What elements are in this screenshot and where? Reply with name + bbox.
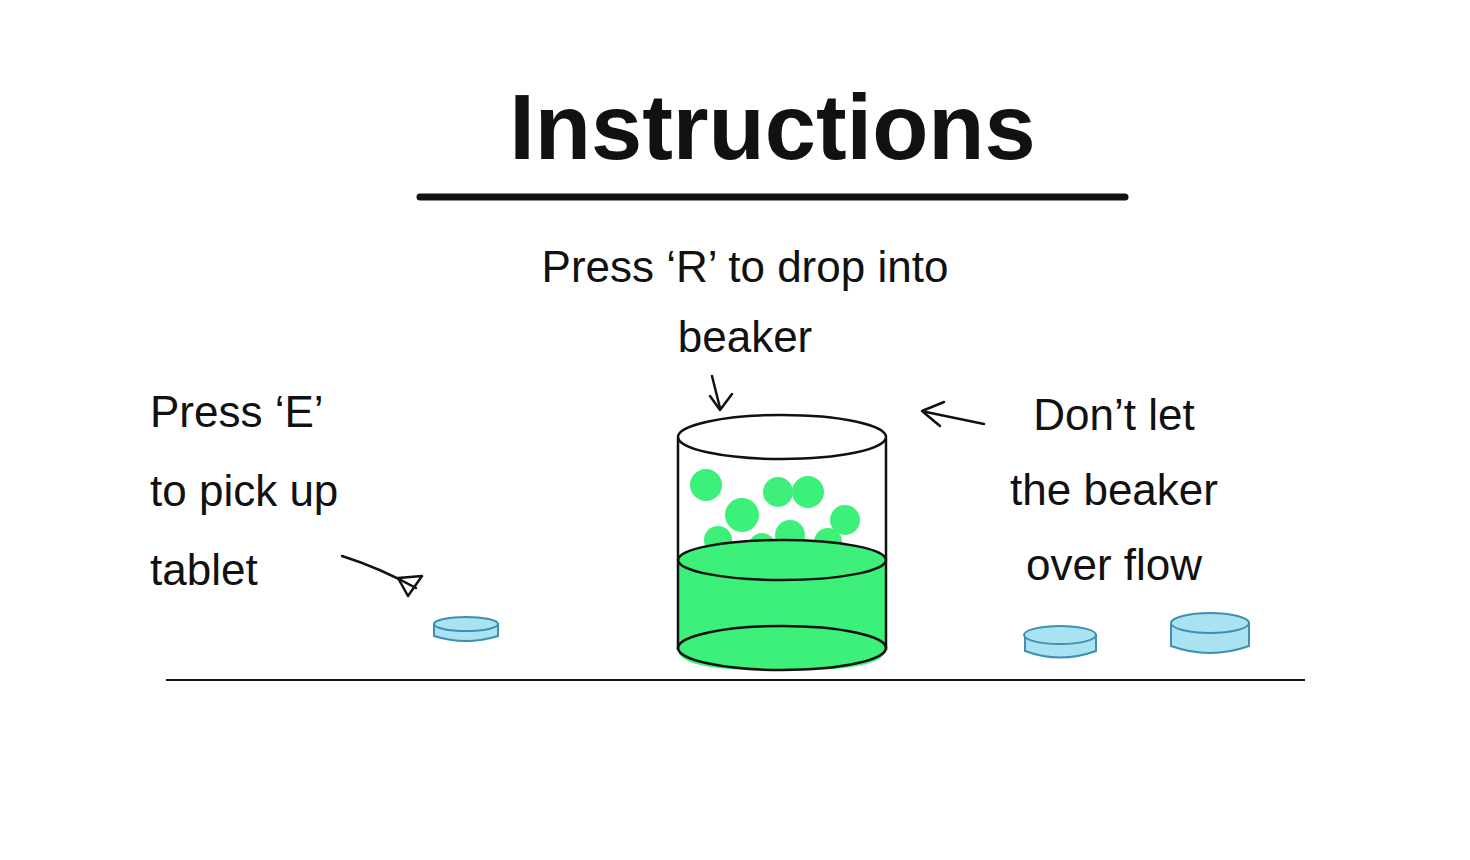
tablet [434,617,498,641]
tablet [1171,613,1249,653]
title-underline [420,194,1125,201]
beaker [678,415,886,670]
ground-line [166,679,1305,681]
leader-arrow [922,402,984,426]
leader-arrow [342,556,422,596]
instruction-note: Don’t let the beaker over flow [1000,378,1228,602]
instruction-note: Press ‘E’ to pick up tablet [150,372,355,610]
instruction-note: Press ‘R’ to drop into beaker [535,232,955,373]
title: Instructions [420,72,1125,182]
tablet [1024,626,1096,658]
leader-arrow [710,376,732,410]
